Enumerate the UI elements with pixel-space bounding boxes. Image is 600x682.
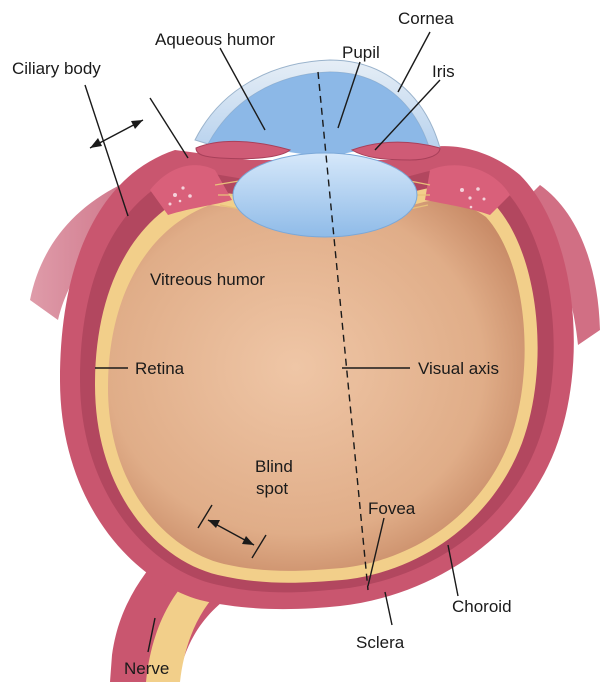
label-choroid: Choroid [452,597,512,616]
lens [233,153,417,237]
label-ciliary-body: Ciliary body [12,59,101,78]
label-blind-spot-line2: spot [256,479,288,498]
leader-cornea [398,32,430,92]
label-iris: Iris [432,62,455,81]
leader-ciliary-b [150,98,188,158]
label-pupil: Pupil [342,43,380,62]
leader-sclera [385,592,392,625]
ciliary-arrowhead-1 [90,138,102,148]
label-blind-spot-line1: Blind [255,457,293,476]
label-aqueous-humor: Aqueous humor [155,30,275,49]
ciliary-arrowhead-2 [131,120,143,129]
label-sclera: Sclera [356,633,405,652]
label-retina: Retina [135,359,185,378]
label-cornea: Cornea [398,9,454,28]
label-nerve: Nerve [124,659,169,678]
label-vitreous-humor: Vitreous humor [150,270,265,289]
label-visual-axis: Visual axis [418,359,499,378]
label-fovea: Fovea [368,499,416,518]
